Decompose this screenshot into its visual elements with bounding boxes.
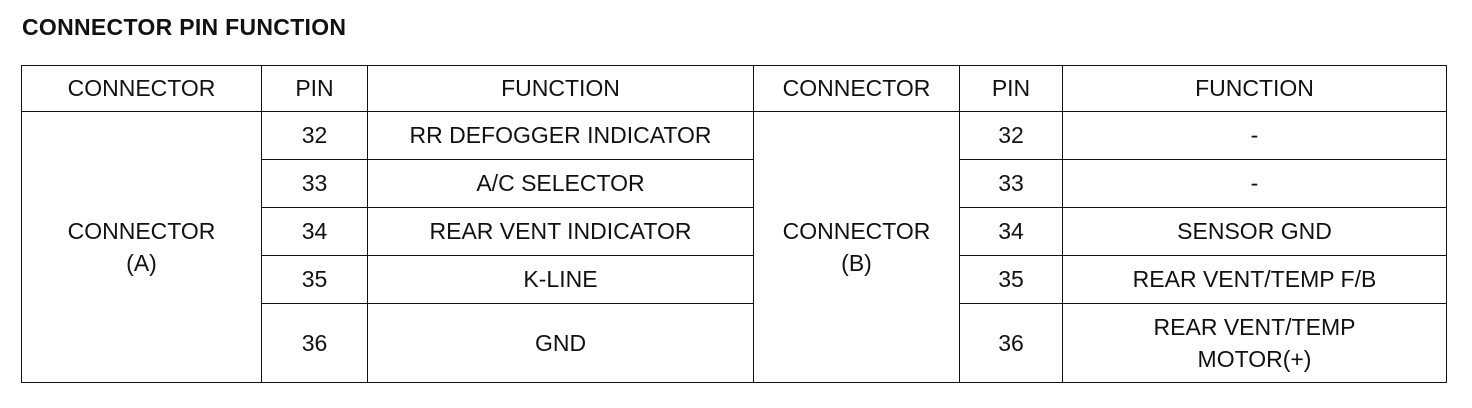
table-row: 36 GND 36 REAR VENT/TEMP MOTOR(+) <box>22 303 1447 383</box>
connector-b-pin: 36 <box>959 303 1063 383</box>
connector-a-function: RR DEFOGGER INDICATOR <box>367 111 754 160</box>
column-header-pin-a: PIN <box>261 65 368 112</box>
connector-b-pin: 33 <box>959 159 1063 208</box>
table-row: 33 A/C SELECTOR 33 - <box>22 159 1447 208</box>
connector-b-pin: 32 <box>959 111 1063 160</box>
column-header-connector-b: CONNECTOR <box>753 65 960 112</box>
connector-b-function: - <box>1062 111 1447 160</box>
connector-a-pin: 32 <box>261 111 368 160</box>
connector-b-pin: 35 <box>959 255 1063 304</box>
connector-a-pin: 35 <box>261 255 368 304</box>
connector-a-function: REAR VENT INDICATOR <box>367 207 754 256</box>
connector-a-pin: 36 <box>261 303 368 383</box>
connector-pin-table: CONNECTOR PIN FUNCTION CONNECTOR PIN FUN… <box>21 65 1447 383</box>
connector-b-function: REAR VENT/TEMP MOTOR(+) <box>1062 303 1447 383</box>
table-header-row: CONNECTOR PIN FUNCTION CONNECTOR PIN FUN… <box>21 65 1447 112</box>
connector-a-pin: 33 <box>261 159 368 208</box>
connector-b-name: CONNECTOR (B) <box>753 111 960 383</box>
connector-b-function: SENSOR GND <box>1062 207 1447 256</box>
table-row: 35 K-LINE 35 REAR VENT/TEMP F/B <box>22 255 1447 304</box>
column-header-function-a: FUNCTION <box>367 65 754 112</box>
connector-b-function: REAR VENT/TEMP F/B <box>1062 255 1447 304</box>
column-header-pin-b: PIN <box>959 65 1063 112</box>
column-header-connector-a: CONNECTOR <box>21 65 262 112</box>
connector-b-function: - <box>1062 159 1447 208</box>
connector-a-function: K-LINE <box>367 255 754 304</box>
connector-b-pin: 34 <box>959 207 1063 256</box>
connector-a-pin: 34 <box>261 207 368 256</box>
connector-a-function: A/C SELECTOR <box>367 159 754 208</box>
column-header-function-b: FUNCTION <box>1062 65 1447 112</box>
connector-a-function: GND <box>367 303 754 383</box>
page-title: CONNECTOR PIN FUNCTION <box>22 14 347 40</box>
connector-a-name: CONNECTOR (A) <box>21 111 262 383</box>
table-row: CONNECTOR (A) 32 RR DEFOGGER INDICATOR C… <box>21 111 1447 383</box>
